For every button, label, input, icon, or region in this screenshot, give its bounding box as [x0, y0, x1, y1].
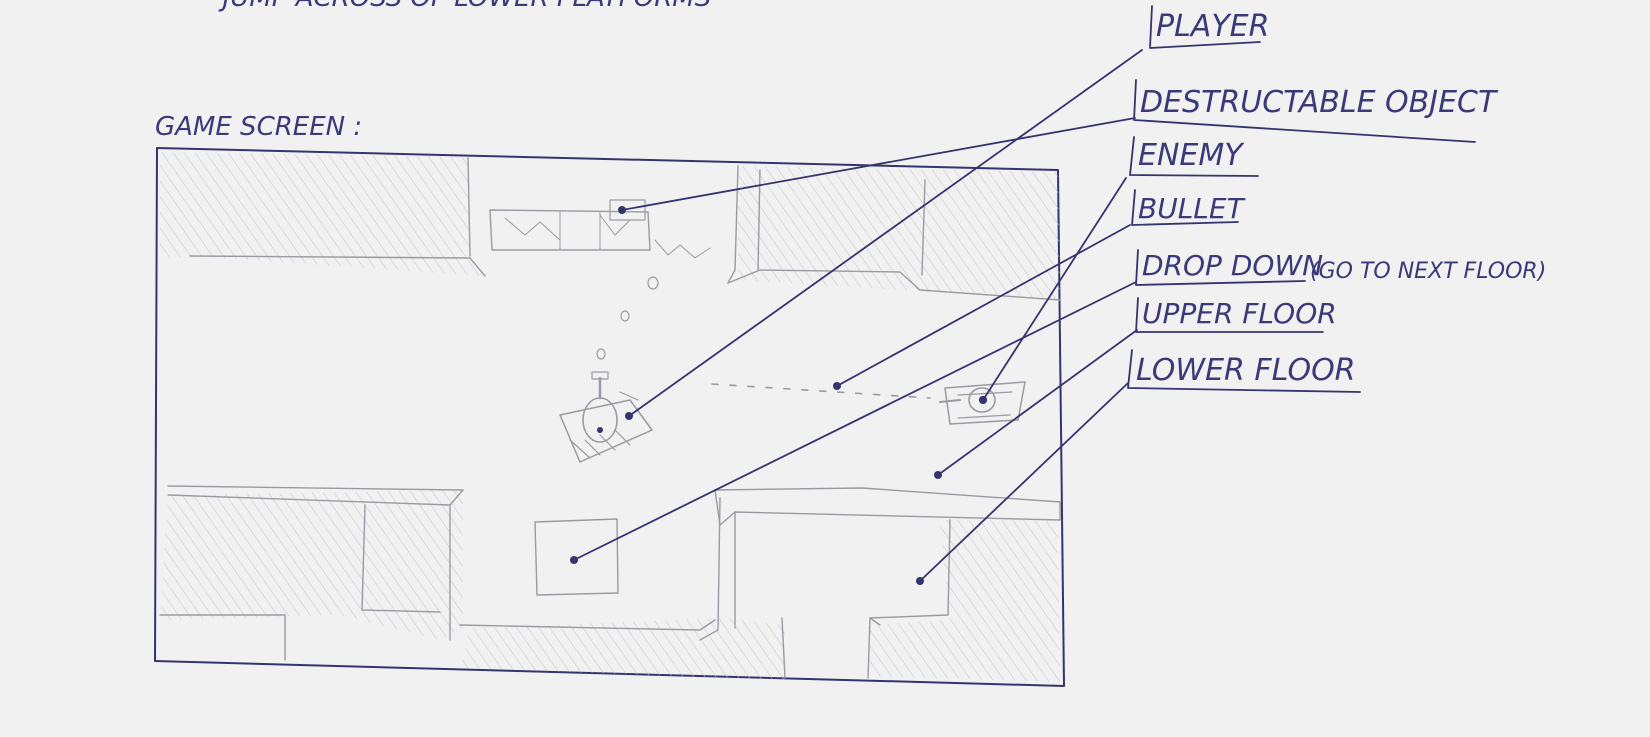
top-note: - JUMP ACROSS OF LOWER PLATFORMS [205, 0, 711, 13]
lower-left-floor [159, 485, 464, 661]
game-screen [154, 147, 1065, 687]
label-bullet: BULLET [1138, 192, 1246, 225]
destructable-object [609, 199, 646, 221]
label-enemy: ENEMY [1138, 138, 1245, 173]
label-upper-floor: UPPER FLOOR [1142, 297, 1337, 330]
drop-down-hole [534, 518, 619, 596]
bullet-trail-horizontal [711, 383, 931, 399]
upper-mid-wall [489, 209, 711, 259]
upper-left-wall [160, 152, 486, 277]
player-tank [559, 371, 653, 463]
label-drop-down-note: (GO TO NEXT FLOOR) [1310, 259, 1546, 284]
game-screen-title: GAME SCREEN : [155, 112, 362, 142]
callout-labels: PLAYER DESTRUCTABLE OBJECT ENEMY BULLET … [1136, 9, 1546, 388]
lower-right-floor [459, 487, 1061, 682]
label-player: PLAYER [1156, 9, 1269, 44]
label-lower-floor: LOWER FLOOR [1136, 353, 1356, 388]
label-destructable-object: DESTRUCTABLE OBJECT [1140, 85, 1499, 120]
label-brackets [1127, 5, 1476, 393]
upper-right-wall [727, 165, 1061, 301]
bullet-trail-up [596, 276, 659, 360]
callout-lines [570, 49, 1143, 585]
label-drop-down: DROP DOWN [1142, 249, 1323, 282]
